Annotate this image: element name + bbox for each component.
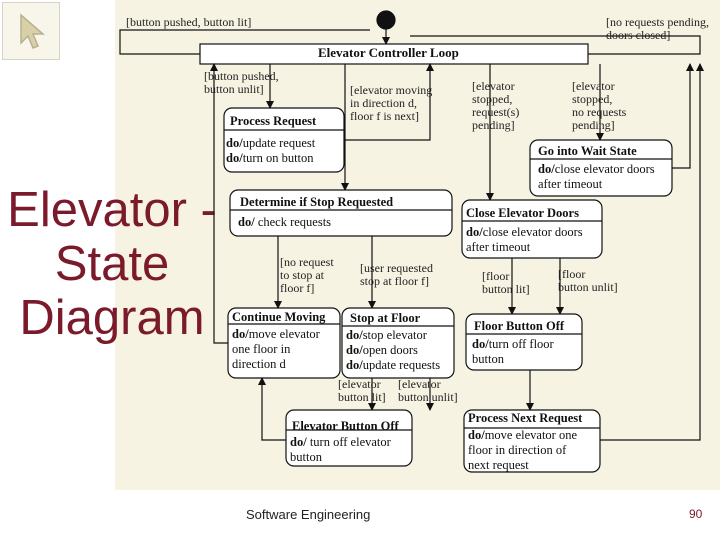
cursor-thumbnail (2, 2, 60, 60)
slide-title-line-3: Diagram (19, 291, 205, 345)
slide-title-line-1: Elevator - (7, 183, 217, 237)
slide-title: Elevator - State Diagram (0, 183, 224, 345)
state-floor-button-off-box (465, 313, 583, 371)
cursor-arrow-icon (20, 13, 46, 49)
label-elevator-button-lit: [elevator button lit] (338, 377, 386, 404)
edge-continue-back-to-loop (210, 63, 228, 344)
label-no-requests-closed: [no requests pending, doors closed] (606, 15, 709, 42)
label-stopped-no-requests: [elevator stopped, no requests pending] (572, 79, 627, 132)
state-stop-at-floor-name: Stop at Floor (350, 311, 421, 325)
label-button-pushed-lit: [button pushed, button lit] (126, 15, 252, 29)
state-process-next-box (463, 409, 601, 473)
state-determine-stop-box (229, 189, 453, 237)
initial-state-dot (376, 10, 396, 30)
edge-process-next-back (600, 63, 704, 441)
state-determine-stop-actions: do/ check requests (238, 215, 332, 229)
state-floor-button-off-name: Floor Button Off (474, 319, 565, 333)
footer-text: Software Engineering (246, 507, 371, 522)
diagram-panel (115, 0, 720, 490)
label-stopped-requests: [elevator stopped, request(s) pending] (472, 79, 520, 132)
label-no-request-stop: [no request to stop at floor f] (280, 255, 334, 295)
label-button-pushed-unlit: [button pushed, button unlit] (204, 69, 279, 96)
state-elevator-button-off-name: Elevator Button Off (292, 419, 399, 433)
edge-process-back-to-loop (344, 63, 434, 141)
label-floor-button-lit: [floor button lit] (482, 269, 530, 296)
state-determine-stop-name: Determine if Stop Requested (240, 195, 394, 209)
label-elevator-button-unlit: [elevator button unlit] (398, 377, 458, 404)
label-floor-button-unlit: [floor button unlit] (558, 267, 618, 294)
loop-label: Elevator Controller Loop (318, 45, 459, 60)
state-process-request-name: Process Request (230, 114, 317, 128)
label-elevator-moving: [elevator moving in direction d, floor f… (350, 83, 433, 123)
state-continue-moving-name: Continue Moving (232, 310, 326, 324)
label-user-requested-stop: [user requested stop at floor f] (360, 261, 433, 288)
state-go-wait-name: Go into Wait State (538, 144, 637, 158)
state-close-doors-box (461, 199, 603, 259)
edge-elevator-off-back (258, 377, 286, 441)
slide-title-line-2: State (54, 237, 170, 291)
edge-loop-top-left (119, 29, 370, 55)
state-close-doors-name: Close Elevator Doors (466, 206, 579, 220)
edge-loop-top-right (410, 35, 701, 55)
edge-wait-back-to-loop (672, 63, 694, 169)
page-number: 90 (689, 507, 703, 521)
state-process-next-name: Process Next Request (468, 411, 583, 425)
state-elevator-button-off-box (285, 409, 413, 467)
